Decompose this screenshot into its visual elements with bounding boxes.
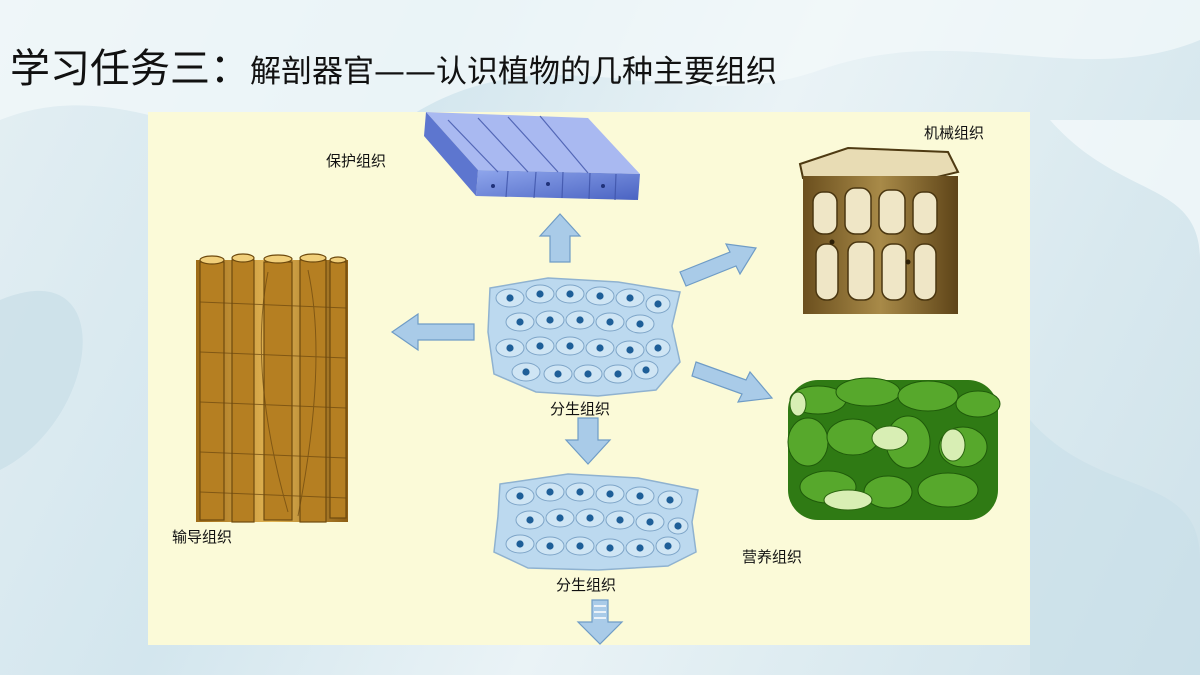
arrow-to-nutritive — [691, 361, 774, 403]
title-sub: 解剖器官——认识植物的几种主要组织 — [250, 54, 777, 90]
protective-tissue-image — [424, 112, 640, 201]
label-protective-tissue: 保护组织 — [326, 152, 387, 170]
arrow-left-to-conducting — [390, 312, 475, 352]
tissue-diagram — [196, 112, 1001, 645]
conducting-tissue-image — [196, 253, 348, 523]
arrow-down-to-meristem — [564, 417, 612, 465]
title-main: 学习任务三： — [10, 46, 250, 92]
arrow-to-mechanical — [679, 243, 757, 287]
label-nutritive-tissue: 营养组织 — [742, 548, 803, 566]
meristem-tissue-bottom-image — [493, 473, 699, 571]
nutritive-tissue-image — [787, 377, 1001, 520]
page-title: 学习任务三：解剖器官——认识植物的几种主要组织 — [10, 36, 777, 94]
mechanical-tissue-image — [798, 146, 960, 314]
arrow-down-continue — [576, 599, 624, 645]
arrow-up-to-protective — [538, 213, 582, 263]
label-meristem-top: 分生组织 — [550, 400, 611, 418]
label-mechanical-tissue: 机械组织 — [924, 124, 985, 142]
label-conducting-tissue: 输导组织 — [172, 528, 233, 546]
diagram-panel: 保护组织 机械组织 分生组织 分生组织 输导组织 营养组织 — [148, 112, 1030, 645]
label-meristem-bottom: 分生组织 — [556, 576, 617, 594]
meristem-tissue-top-image — [487, 277, 681, 397]
